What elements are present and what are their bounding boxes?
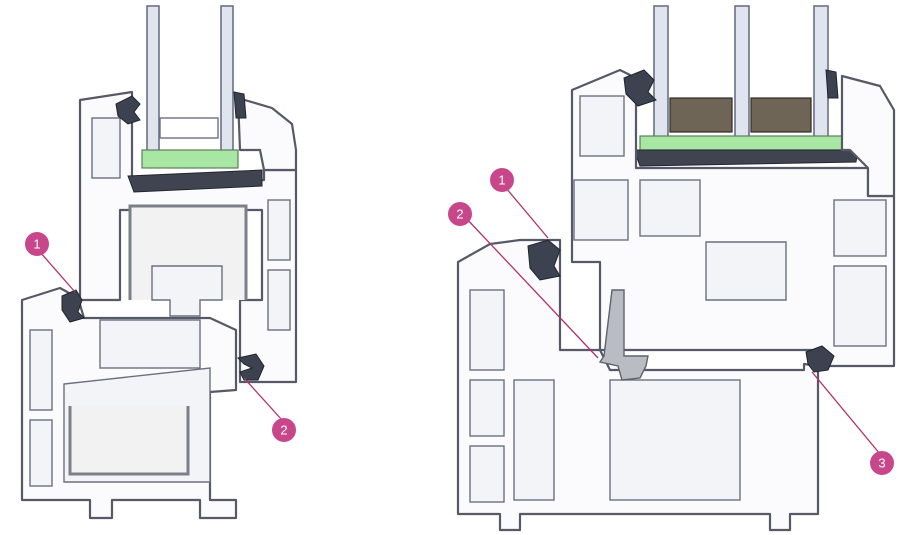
left-seal-2 <box>237 353 265 381</box>
left-glazing-block <box>141 149 239 169</box>
left-center-lug <box>151 265 223 317</box>
left-marker-1: 1 <box>25 232 49 256</box>
right-spacer-right <box>750 97 812 133</box>
right-glass-pane-1 <box>653 5 669 139</box>
left-chamber-f <box>99 319 201 369</box>
svg-text:3: 3 <box>878 456 885 471</box>
left-chamber-d <box>267 199 291 261</box>
right-chamber-b <box>469 379 505 437</box>
right-center-lug <box>705 241 787 301</box>
right-chamber-c <box>469 445 505 503</box>
left-frame-reinforcement <box>68 406 190 476</box>
right-chamber-f <box>573 179 629 241</box>
left-glazing-bead <box>127 169 263 193</box>
right-marker-1: 1 <box>490 168 514 192</box>
left-glass-pane-inner <box>220 5 234 157</box>
left-marker-2: 2 <box>272 418 296 442</box>
left-profile-cross-section <box>20 5 298 520</box>
right-seal-1 <box>527 239 561 281</box>
right-pointer-1 <box>505 187 549 239</box>
left-chamber-e <box>267 269 291 331</box>
svg-text:2: 2 <box>456 207 463 222</box>
left-sash-right-cap <box>236 96 298 172</box>
left-chamber-b <box>29 419 53 487</box>
right-pointer-3 <box>811 371 881 455</box>
svg-text:1: 1 <box>33 237 40 252</box>
right-chamber-h <box>833 199 887 257</box>
left-glass-pane-outer <box>146 5 160 157</box>
left-chamber-c <box>91 117 121 179</box>
left-seal-1 <box>61 289 85 323</box>
left-spacer-bar <box>159 117 219 139</box>
right-glass-gasket-left <box>623 69 657 107</box>
svg-text:2: 2 <box>280 423 287 438</box>
svg-text:1: 1 <box>498 173 505 188</box>
right-glazing-support <box>633 149 859 167</box>
right-chamber-a <box>469 289 505 371</box>
right-marker-2: 2 <box>448 202 472 226</box>
left-glass-gasket-right <box>233 91 247 119</box>
right-glazing-block <box>639 135 845 151</box>
right-chamber-e <box>579 95 625 157</box>
left-chamber-a <box>29 329 53 411</box>
right-center-seal <box>598 289 649 381</box>
left-glass-gasket-top <box>115 95 141 125</box>
right-sash-top-right <box>840 74 896 198</box>
right-chamber-j <box>609 379 741 501</box>
left-pointer-2 <box>243 377 283 421</box>
right-profile-cross-section <box>456 5 896 532</box>
right-chamber-i <box>833 265 887 347</box>
right-pointer-2 <box>464 216 599 359</box>
right-spacer-left <box>669 97 733 133</box>
right-chamber-d <box>513 379 555 501</box>
right-chamber-g <box>639 179 701 237</box>
right-marker-3: 3 <box>870 451 894 475</box>
right-seal-3 <box>805 345 835 373</box>
right-glass-gasket-right <box>825 69 839 99</box>
right-glass-pane-2 <box>734 5 750 139</box>
left-pointer-1 <box>39 251 76 293</box>
